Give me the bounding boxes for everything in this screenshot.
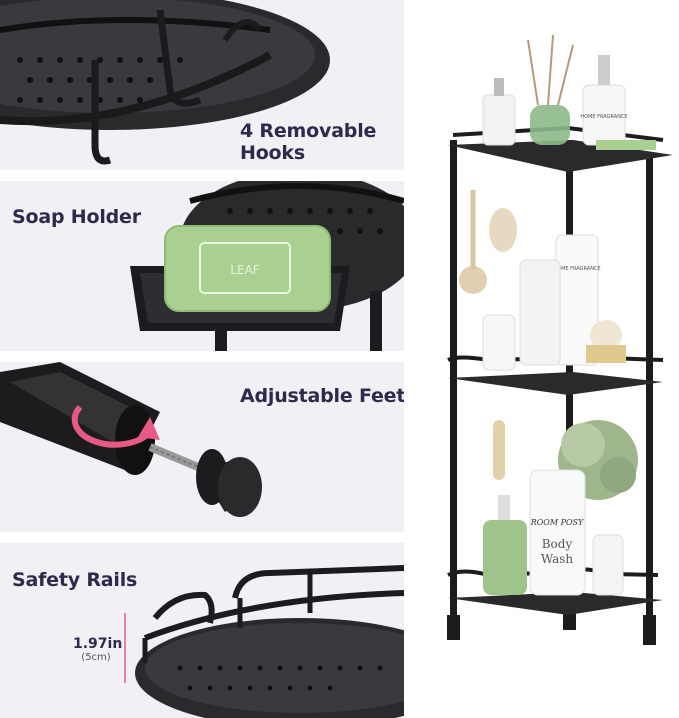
hooks-closeup-illustration [0,0,330,165]
soap-holder-illustration: LEAF [130,181,404,351]
feature-label-soap: Soap Holder [12,206,141,228]
bottom-shelf [448,592,663,615]
soap-brand-text: LEAF [230,263,259,277]
body-wash-label-2: Wash [541,552,574,566]
rail-height-dimension: 1.97in (5cm) [73,636,123,665]
adjustable-feet-illustration [0,362,262,517]
panel-adjustable-feet [0,362,404,532]
panel-removable-hooks [0,0,404,170]
safety-rails-illustration [124,565,404,718]
green-soap-bar [164,225,331,312]
body-wash-label-1: Body [542,537,573,551]
panel-safety-rails [0,543,404,718]
rail-height-inches: 1.97in [73,636,123,652]
feature-label-hooks: 4 Removable Hooks [240,120,377,164]
feature-label-rails: Safety Rails [12,569,138,591]
top-bottle-brand: HOME FRAGRANCE [580,114,627,120]
body-wash-brand: ROOM POSY [530,518,584,527]
rail-height-cm: (5cm) [81,652,111,663]
middle-shelf [448,372,663,395]
rotate-arrow-icon [71,404,153,448]
corner-shower-caddy-illustration: HOME FRAGRANCE HOME FRAGRANCE ROOM POSY … [447,34,673,645]
panel-soap-holder: LEAF [0,181,404,351]
middle-bottle-brand: HOME FRAGRANCE [553,266,600,272]
panel-divider [404,0,408,718]
feature-label-feet: Adjustable Feet [240,385,406,407]
